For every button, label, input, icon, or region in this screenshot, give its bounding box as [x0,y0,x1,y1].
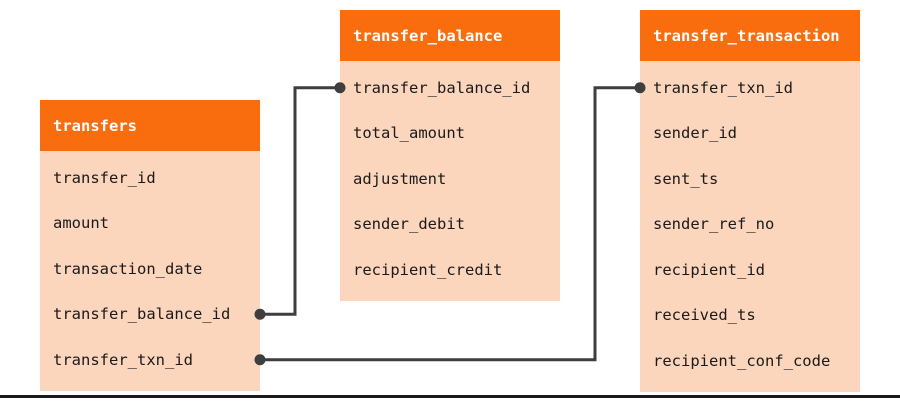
field-name: total_amount [353,124,465,143]
table-row[interactable]: sent_ts [640,156,860,202]
table-row[interactable]: transfer_id [40,155,260,201]
table-card-transfers[interactable]: transfers transfer_id amount transaction… [40,100,260,391]
table-body: transfer_id amount transaction_date tran… [40,151,260,391]
table-card-transfer_balance[interactable]: transfer_balance transfer_balance_id tot… [340,10,560,301]
field-name: recipient_id [653,260,765,279]
field-name: transfer_txn_id [653,78,793,97]
field-name: transfer_id [53,168,156,187]
field-name: recipient_credit [353,260,503,279]
table-row[interactable]: recipient_credit [340,247,560,293]
field-name: sender_ref_no [653,215,775,234]
table-row[interactable]: recipient_conf_code [640,338,860,384]
field-name: sender_id [653,124,737,143]
table-row[interactable]: transfer_txn_id [40,337,260,383]
field-name: sent_ts [653,169,719,188]
table-row[interactable]: total_amount [340,111,560,157]
bottom-divider [0,395,900,398]
table-body: transfer_txn_id sender_id sent_ts sender… [640,61,860,392]
table-row[interactable]: sender_id [640,111,860,157]
table-title: transfers [53,116,137,135]
field-name: adjustment [353,169,447,188]
connector-line [260,86,340,316]
table-row[interactable]: sender_ref_no [640,202,860,248]
table-header[interactable]: transfer_balance [340,10,560,61]
field-name: transfer_balance_id [53,305,231,324]
field-name: transfer_balance_id [353,78,531,97]
table-row[interactable]: received_ts [640,293,860,339]
table-header[interactable]: transfers [40,100,260,151]
table-row[interactable]: amount [40,201,260,247]
table-row[interactable]: transfer_balance_id [340,65,560,111]
table-title: transfer_balance [353,26,503,45]
table-row[interactable]: transfer_txn_id [640,65,860,111]
table-row[interactable]: adjustment [340,156,560,202]
field-name: sender_debit [353,215,465,234]
field-name: transaction_date [53,259,203,278]
table-row[interactable]: sender_debit [340,202,560,248]
field-name: transfer_txn_id [53,350,193,369]
table-row[interactable]: transaction_date [40,246,260,292]
table-body: transfer_balance_id total_amount adjustm… [340,61,560,301]
table-row[interactable]: recipient_id [640,247,860,293]
field-name: recipient_conf_code [653,351,831,370]
field-name: amount [53,214,109,233]
field-name: received_ts [653,306,756,325]
table-title: transfer_transaction [653,26,840,45]
table-card-transfer_transaction[interactable]: transfer_transaction transfer_txn_id sen… [640,10,860,392]
table-row[interactable]: transfer_balance_id [40,292,260,338]
table-header[interactable]: transfer_transaction [640,10,860,61]
